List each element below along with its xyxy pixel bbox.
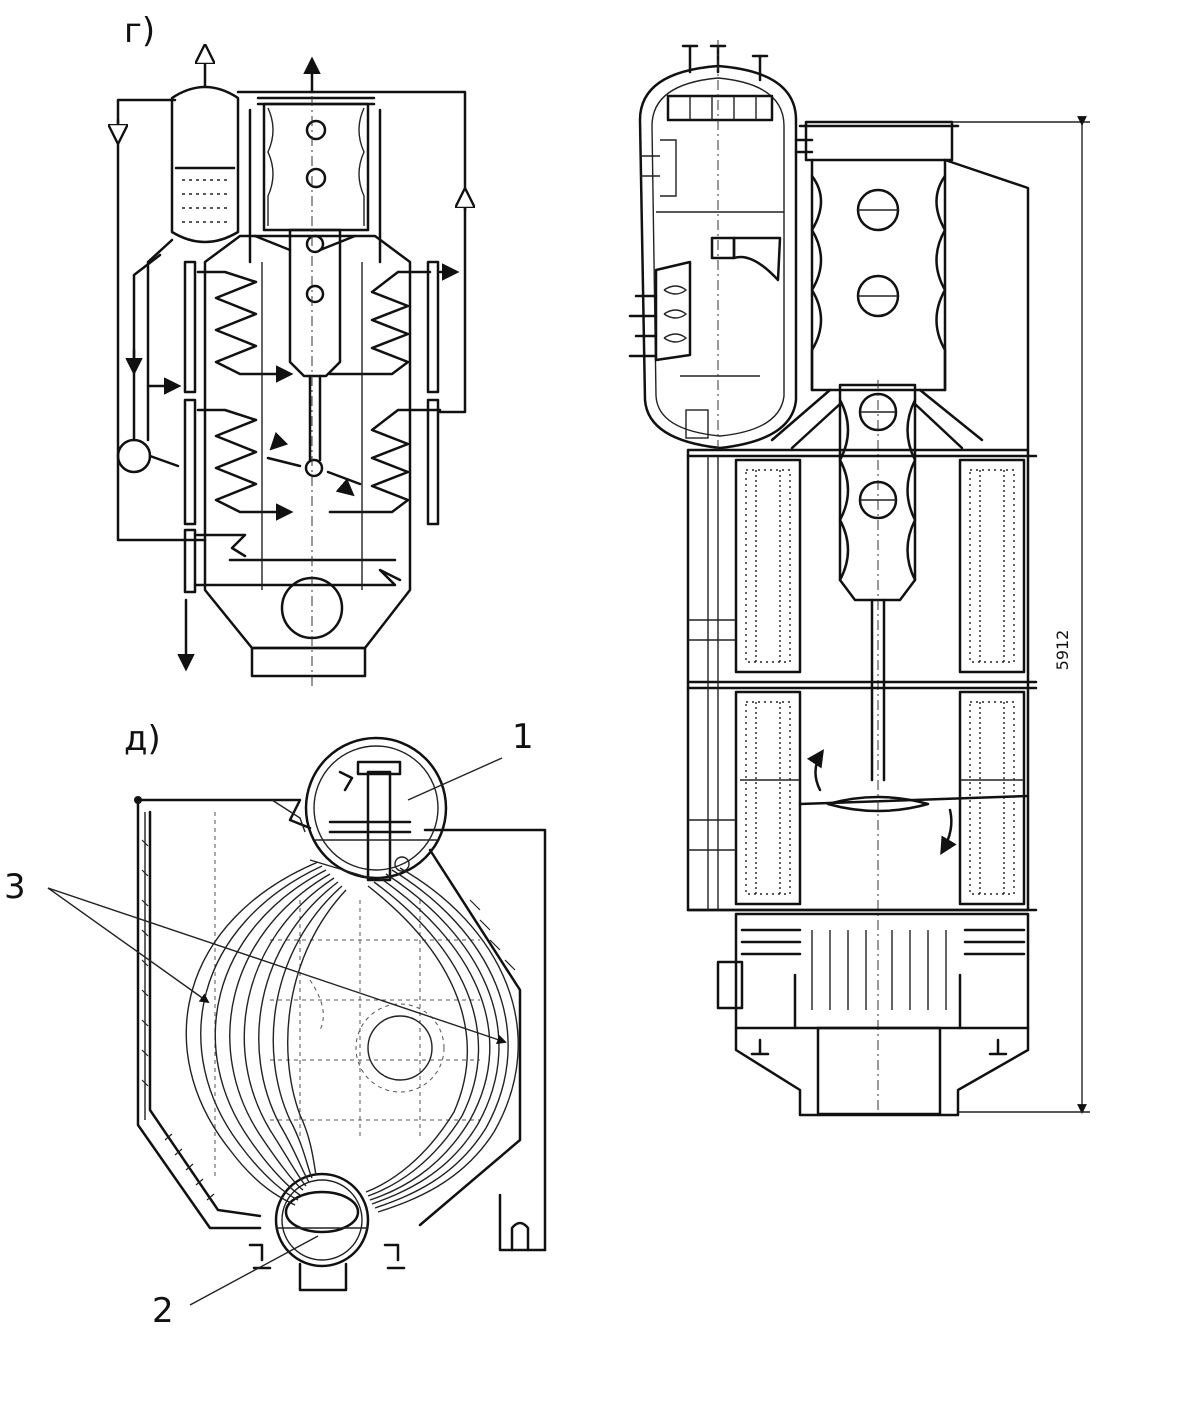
- section-panel-d: д): [4, 717, 547, 1331]
- economiser: [193, 533, 402, 587]
- callout-1: 1: [512, 717, 534, 757]
- main-casing-r: [686, 448, 1038, 912]
- upper-left-coil: [196, 270, 294, 383]
- right-tube-bank: [365, 867, 519, 1213]
- callout-leaders: [47, 757, 507, 1306]
- interior-grid: [214, 812, 480, 1180]
- bottom-section-r: [716, 912, 1030, 1117]
- panel-label-g: г): [124, 11, 155, 51]
- separator-vessel: [628, 40, 798, 450]
- dimension-label: 5912: [1053, 630, 1072, 671]
- boiler-casing: [203, 234, 412, 678]
- central-column: [266, 228, 362, 497]
- lower-drum: [248, 1172, 406, 1292]
- callout-3: 3: [4, 867, 26, 907]
- overall-height-dimension: 5912: [958, 116, 1090, 1114]
- lower-drum-section: [280, 576, 344, 640]
- lower-right-coil: [328, 408, 442, 514]
- refractory-lining: [141, 839, 516, 1201]
- left-tube-bank: [185, 861, 347, 1206]
- schematic-panel-g: г): [118, 11, 465, 686]
- circulation-loop: [118, 90, 465, 672]
- upper-drum: [304, 736, 448, 882]
- central-column-r: [770, 380, 1030, 1115]
- upper-gas-duct: [248, 96, 382, 264]
- casing-d: [134, 796, 547, 1252]
- upper-right-coil: [328, 263, 460, 376]
- side-headers: [183, 260, 440, 594]
- panel-label-d: д): [124, 719, 161, 759]
- separator-drum: [170, 48, 240, 244]
- lower-left-coil: [196, 408, 294, 521]
- callout-2: 2: [152, 1291, 174, 1331]
- assembly-drawing: 5912: [628, 40, 1090, 1117]
